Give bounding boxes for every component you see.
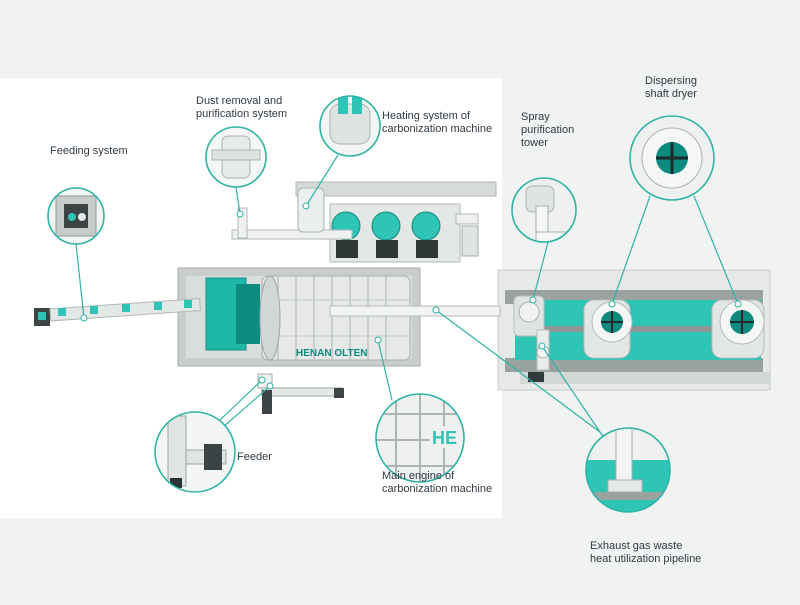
dryer-platform-foot [520, 372, 770, 384]
label-main-engine: Main engine of carbonization machine [382, 470, 493, 495]
detail-main-engine: HE [375, 393, 465, 483]
feeding-conveyor [34, 298, 202, 326]
dryer-rail-bottom [505, 358, 763, 372]
detail-dust-removal [205, 126, 267, 188]
label-dust-removal: Dust removal and purification system [196, 95, 288, 120]
detail-feeder [154, 411, 236, 493]
dust-collector [297, 187, 325, 233]
leader-lines [75, 154, 739, 439]
leader-dot-spray [529, 296, 537, 304]
label-spray-tower: Spray purification tower [521, 111, 575, 149]
leader-dot-dryer-2 [734, 300, 742, 308]
heating-burner-2 [371, 211, 401, 241]
flue-pipe-horizontal [231, 229, 353, 240]
main-rotary-drum [259, 275, 411, 361]
leader-dot-exhaust-1 [432, 306, 440, 314]
leader-dot-exhaust-2 [538, 342, 546, 350]
feed-hopper-shade [236, 284, 260, 344]
label-feeder: Feeder [237, 451, 272, 463]
hot-gas-pipe [329, 305, 501, 317]
exhaust-fan [461, 225, 479, 257]
heating-burner-3 [411, 211, 441, 241]
label-exhaust-pipeline: Exhaust gas waste heat utilization pipel… [590, 540, 702, 565]
label-dispersing-dryer: Dispersing shaft dryer [645, 75, 697, 100]
detail-exhaust-pipeline [585, 427, 671, 513]
leader-dot-main [374, 336, 382, 344]
burner-base-1 [336, 240, 358, 258]
dryer-channel-divider [515, 326, 761, 332]
right-pipe [455, 213, 479, 225]
detail-feeding-system [47, 187, 105, 245]
leader-dot-dryer-1 [608, 300, 616, 308]
leader-dot-heating [302, 202, 310, 210]
detail-heating-system [319, 95, 381, 157]
leader-dot-feeder-2 [266, 382, 274, 390]
burner-base-2 [376, 240, 398, 258]
dryer-drum-2 [711, 299, 765, 359]
dryer-drum-1 [583, 299, 633, 359]
detail-dispersing-dryer [629, 115, 715, 201]
detail-brand-text: HE [432, 428, 457, 448]
leader-dot-feeder-1 [258, 376, 266, 384]
burner-base-3 [416, 240, 438, 258]
label-heating-system: Heating system of carbonization machine [382, 110, 493, 135]
machine-brand-text: HENAN OLTEN [296, 348, 367, 359]
leader-dot-feeding [80, 314, 88, 322]
label-feeding-system: Feeding system [50, 145, 128, 157]
flue-pipe-vertical [237, 207, 248, 239]
detail-spray-tower [511, 177, 577, 243]
spray-tower-unit [513, 295, 550, 382]
leader-dot-dust [236, 210, 244, 218]
heating-platform [295, 181, 497, 197]
